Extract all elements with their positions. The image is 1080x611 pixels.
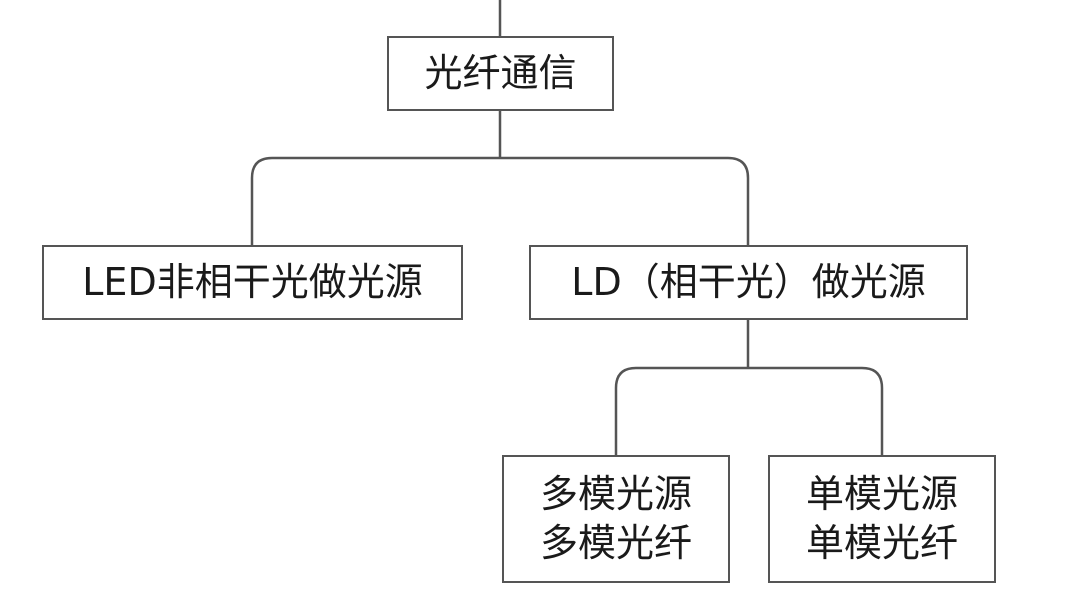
- multimode-source-label: 多模光源: [539, 472, 692, 517]
- multimode-fiber-label: 多模光纤: [539, 521, 692, 565]
- led-source-label: LED非相干光做光源: [82, 260, 423, 305]
- led-source-node: LED非相干光做光源: [42, 245, 463, 320]
- singlemode-fiber-label: 单模光纤: [805, 521, 958, 565]
- multimode-node: 多模光源 多模光纤: [502, 455, 730, 583]
- root-node-optical-fiber-communication: 光纤通信: [387, 36, 614, 111]
- ld-source-node: LD（相干光）做光源: [529, 245, 968, 320]
- ld-source-label: LD（相干光）做光源: [571, 260, 926, 305]
- singlemode-source-label: 单模光源: [805, 472, 958, 517]
- root-node-label: 光纤通信: [424, 51, 577, 96]
- root-branch-connector: [250, 156, 750, 245]
- ld-branch-connector: [614, 366, 884, 455]
- singlemode-node: 单模光源 单模光纤: [768, 455, 996, 583]
